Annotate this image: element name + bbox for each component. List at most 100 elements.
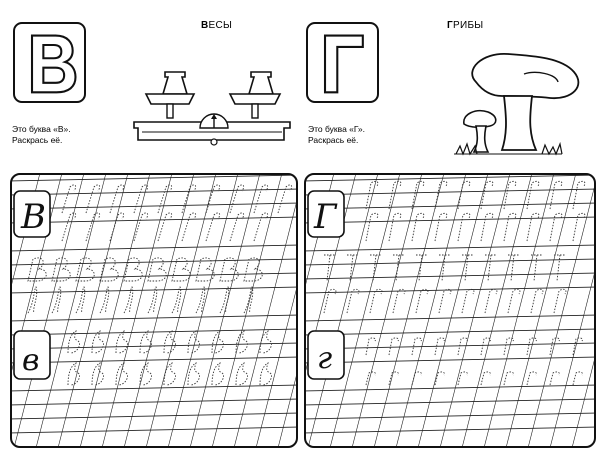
tracing-letter-g [572, 212, 586, 242]
tracing-letter-g [526, 180, 540, 210]
tracing-letter-g [461, 288, 475, 314]
slant-guide [189, 174, 261, 447]
practice-sheet-v: В в [10, 173, 298, 448]
tracing-letter-v [171, 257, 191, 282]
tracing-letter-g [388, 212, 402, 242]
tracing-letter-g [323, 288, 337, 314]
tracing-letter-g [457, 337, 468, 356]
tracing-letter-v [115, 362, 129, 386]
tracing-letter-v [67, 362, 81, 386]
tracing-letter-g [480, 371, 491, 386]
slant-guide [395, 174, 467, 447]
tracing-letter-v [211, 362, 225, 386]
tracing-letter-v [187, 330, 201, 354]
ruled-line [305, 174, 595, 182]
tracing-letter-g [411, 180, 425, 210]
tracing-letter-v [195, 286, 206, 314]
word-vesy-rest: ЕСЫ [208, 20, 233, 31]
tracing-letter-g [416, 254, 428, 282]
tracing-letter-g [411, 337, 422, 356]
tracing-letter-g [508, 254, 520, 282]
model-lower-v: в [22, 343, 39, 378]
tracing-letter-v [147, 286, 158, 314]
tracing-letter-v [91, 330, 105, 354]
tracing-letter-v [115, 330, 129, 354]
tracing-letter-v [181, 212, 197, 242]
tracing-letter-v [123, 286, 134, 314]
tracing-letter-g [434, 337, 445, 356]
tracing-letter-v [51, 257, 71, 282]
tracing-letter-g [480, 337, 491, 356]
tracing-letter-g [554, 254, 566, 282]
tracing-letter-v [109, 212, 125, 242]
caption-v: Это буква «В». Раскрась её. [12, 124, 71, 146]
ruled-line [11, 356, 297, 364]
ruled-line [305, 356, 595, 364]
tracing-letter-v [163, 330, 177, 354]
ruled-line [305, 314, 595, 322]
tracing-letter-g [480, 180, 494, 210]
tracing-letter-v [243, 286, 254, 314]
tracing-letter-g [572, 371, 583, 386]
tracing-letter-g [415, 288, 429, 314]
ruled-line [11, 426, 297, 434]
slant-guide [307, 174, 379, 447]
ruled-line [11, 258, 297, 266]
tracing-letter-g [434, 212, 448, 242]
tracing-letter-g [388, 180, 402, 210]
practice-sheet-g: Г г [304, 173, 596, 448]
tracing-letter-v [67, 330, 81, 354]
tracing-letter-v [219, 286, 230, 314]
mushrooms-picture [454, 53, 580, 156]
ruled-line [11, 244, 297, 252]
slant-guide [439, 174, 511, 447]
tracing-letter-g [324, 254, 336, 282]
tracing-letter-g [434, 371, 445, 386]
tracing-letter-g [549, 212, 563, 242]
tracing-letter-v [253, 184, 269, 214]
tracing-letter-g [531, 254, 543, 282]
tracing-letter-g [369, 288, 383, 314]
slant-guide [351, 174, 423, 447]
tracing-letter-g [365, 337, 376, 356]
tracing-letter-g [393, 254, 405, 282]
slant-guide [167, 174, 239, 447]
word-griby: ГРИБЫ [447, 20, 483, 31]
ruled-line [305, 216, 595, 224]
tracing-letter-v [163, 362, 177, 386]
tracing-letter-g [484, 288, 498, 314]
tracing-letter-g [457, 180, 471, 210]
ruled-line [11, 342, 297, 350]
tracing-letter-v [99, 257, 119, 282]
tracing-letter-v [147, 257, 167, 282]
ruled-line [305, 188, 595, 196]
word-vesy: ВЕСЫ [201, 20, 232, 31]
tracing-letter-g [457, 212, 471, 242]
tracing-letter-v [187, 362, 201, 386]
tracing-letter-g [411, 371, 422, 386]
ruled-line [305, 398, 595, 406]
letter-box-g [306, 22, 379, 103]
ruled-line [11, 216, 297, 224]
tracing-letter-v [27, 286, 38, 314]
tracing-letter-v [139, 362, 153, 386]
ruled-line [11, 202, 297, 210]
tracing-letter-v [219, 257, 239, 282]
tracing-letter-g [365, 180, 379, 210]
tracing-letter-g [526, 337, 537, 356]
slant-guide [101, 174, 173, 447]
model-upper-v: В [20, 197, 46, 237]
tracing-letter-v [205, 184, 221, 214]
tracing-letter-g [553, 288, 567, 314]
ruled-line [11, 314, 297, 322]
tracing-letter-v [171, 286, 182, 314]
slant-guide [373, 174, 445, 447]
tracing-letter-g [388, 371, 399, 386]
tracing-letter-g [526, 212, 540, 242]
caption-v-line2: Раскрась её. [12, 135, 63, 145]
ruled-line [305, 426, 595, 434]
tracing-letter-v [181, 184, 197, 214]
tracing-letter-g [485, 254, 497, 282]
tracing-letter-v [253, 212, 269, 242]
tracing-letter-g [438, 288, 452, 314]
